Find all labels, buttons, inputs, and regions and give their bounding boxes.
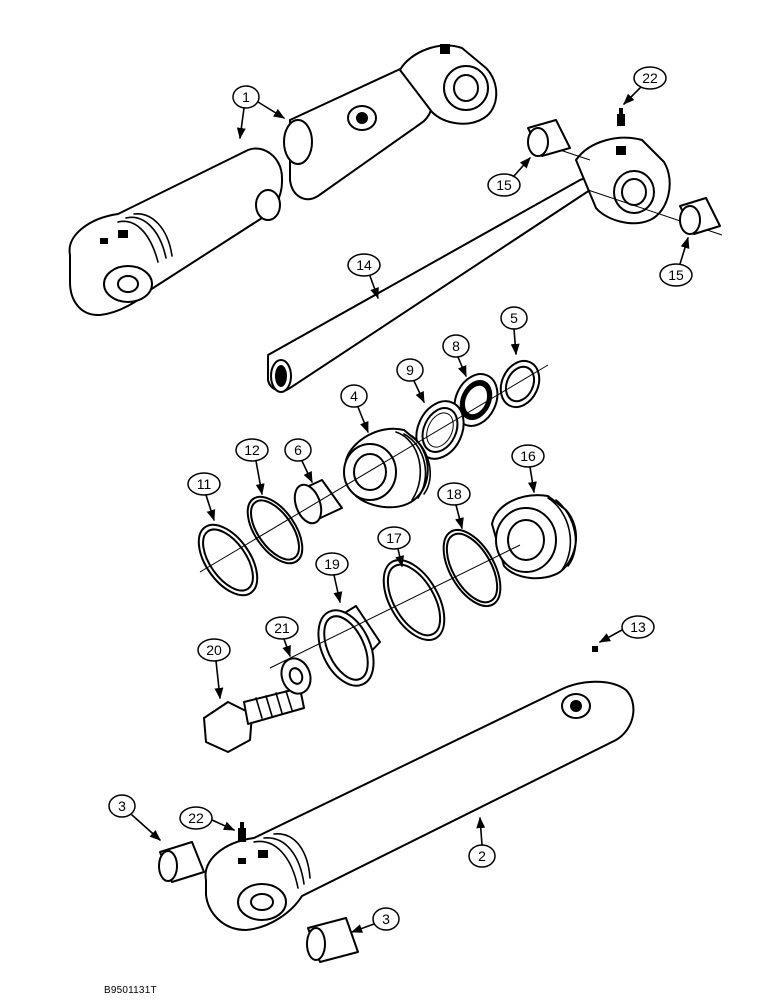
callout-5: 5 [500, 306, 528, 356]
callout-11: 11 [187, 472, 221, 522]
callout-12: 12 [235, 438, 269, 496]
gland-part-4 [343, 427, 432, 509]
svg-text:8: 8 [452, 338, 460, 354]
bolt-part-20 [203, 687, 305, 753]
piston-rod-part [267, 136, 723, 393]
callout-16: 16 [511, 444, 545, 494]
svg-text:18: 18 [446, 486, 462, 502]
callout-18: 18 [437, 482, 471, 530]
svg-text:2: 2 [478, 848, 486, 864]
svg-text:12: 12 [244, 442, 260, 458]
svg-text:6: 6 [294, 442, 302, 458]
washer-part-21 [280, 657, 312, 695]
svg-text:4: 4 [350, 388, 358, 404]
svg-text:11: 11 [197, 476, 212, 492]
svg-text:19: 19 [324, 556, 340, 572]
svg-text:3: 3 [118, 798, 126, 814]
bushing-part-3-right [306, 917, 359, 963]
grease-fitting-22-lower [238, 822, 246, 842]
callout-3-right: 3 [350, 907, 400, 933]
svg-text:21: 21 [274, 620, 290, 636]
svg-text:15: 15 [668, 267, 684, 283]
callout-4: 4 [340, 384, 369, 434]
svg-text:14: 14 [356, 257, 372, 273]
svg-text:17: 17 [386, 530, 402, 546]
callout-8: 8 [442, 334, 470, 378]
grease-fitting-top [617, 108, 625, 126]
callout-22-lower: 22 [179, 806, 236, 831]
svg-text:5: 5 [510, 310, 518, 326]
grease-fitting-13 [592, 646, 598, 652]
piston-part-16 [491, 494, 578, 580]
ring-part-19 [317, 605, 381, 687]
svg-text:13: 13 [630, 619, 646, 635]
callout-20: 20 [197, 638, 231, 700]
callout-14: 14 [347, 253, 381, 300]
callout-6: 6 [284, 438, 313, 484]
svg-text:22: 22 [188, 810, 204, 826]
callout-19: 19 [315, 552, 349, 604]
figure-id: B9501131T [104, 985, 157, 996]
svg-text:15: 15 [496, 177, 512, 193]
svg-text:16: 16 [520, 448, 536, 464]
bushing-part-3-left [158, 841, 205, 883]
svg-text:9: 9 [406, 362, 414, 378]
wear-ring-6 [293, 479, 343, 525]
o-ring-12 [246, 495, 304, 565]
svg-text:22: 22 [642, 70, 658, 86]
callout-9: 9 [396, 358, 425, 404]
rod-bushing-part [527, 119, 721, 235]
seal-ring-18 [442, 529, 502, 607]
callout-3-left: 3 [108, 794, 161, 841]
callout-22-top: 22 [623, 66, 667, 105]
seal-ring-8 [453, 373, 499, 427]
callout-13: 13 [599, 615, 655, 643]
seal-ring-5 [499, 359, 541, 409]
cylinder-barrel-part-2 [204, 680, 635, 931]
callout-15-right: 15 [659, 236, 693, 287]
svg-text:3: 3 [382, 911, 390, 927]
seal-ring-17 [382, 559, 446, 641]
callout-21: 21 [265, 616, 299, 658]
seal-ring-9 [415, 400, 465, 460]
cylinder-barrel-part [68, 44, 498, 317]
svg-text:1: 1 [242, 89, 250, 105]
callout-2: 2 [468, 816, 496, 868]
callout-17: 17 [377, 526, 411, 568]
backup-ring-11 [197, 523, 259, 597]
svg-text:20: 20 [206, 642, 222, 658]
callout-15-top: 15 [487, 157, 531, 197]
callout-1: 1 [232, 85, 285, 140]
